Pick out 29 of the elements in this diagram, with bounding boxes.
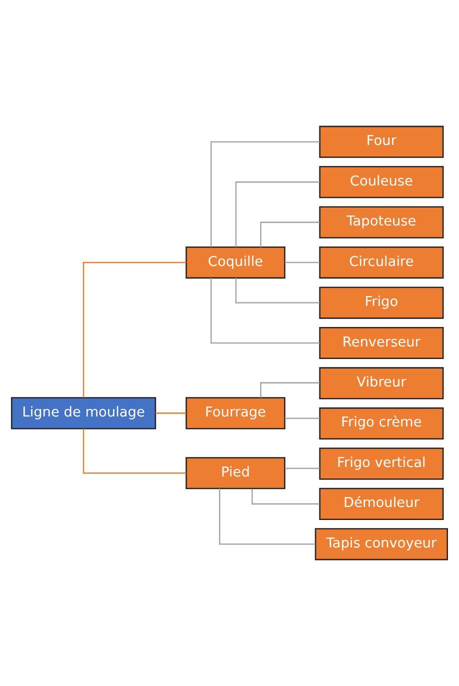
node-box: Fourrage: [186, 397, 286, 430]
node-box: Frigo vertical: [319, 448, 444, 480]
connector: [219, 488, 316, 545]
node-box: Frigo: [319, 286, 444, 319]
connector: [284, 418, 320, 419]
connector: [82, 262, 186, 398]
connector: [284, 262, 320, 264]
node-box: Coquille: [186, 246, 286, 279]
connector: [210, 278, 320, 344]
node-box: Pied: [186, 457, 286, 490]
node-box: Démouleur: [319, 488, 444, 520]
connector: [284, 468, 320, 470]
connector: [235, 278, 320, 304]
node-box: Tapoteuse: [319, 206, 444, 238]
connector: [82, 428, 186, 474]
node-box: Renverseur: [319, 326, 444, 360]
connector: [252, 488, 320, 505]
node-box: Circulaire: [319, 246, 444, 279]
connector: [210, 141, 320, 247]
connector: [156, 412, 186, 414]
node-box: Couleuse: [319, 166, 444, 198]
node-box: Ligne de moulage: [11, 397, 156, 430]
connector: [260, 222, 320, 248]
connector: [235, 181, 320, 248]
node-box: Four: [319, 126, 444, 158]
node-box: Frigo crème: [319, 407, 444, 440]
connector: [260, 382, 320, 398]
node-box: Vibreur: [319, 367, 444, 400]
node-box: Tapis convoyeur: [314, 528, 448, 560]
